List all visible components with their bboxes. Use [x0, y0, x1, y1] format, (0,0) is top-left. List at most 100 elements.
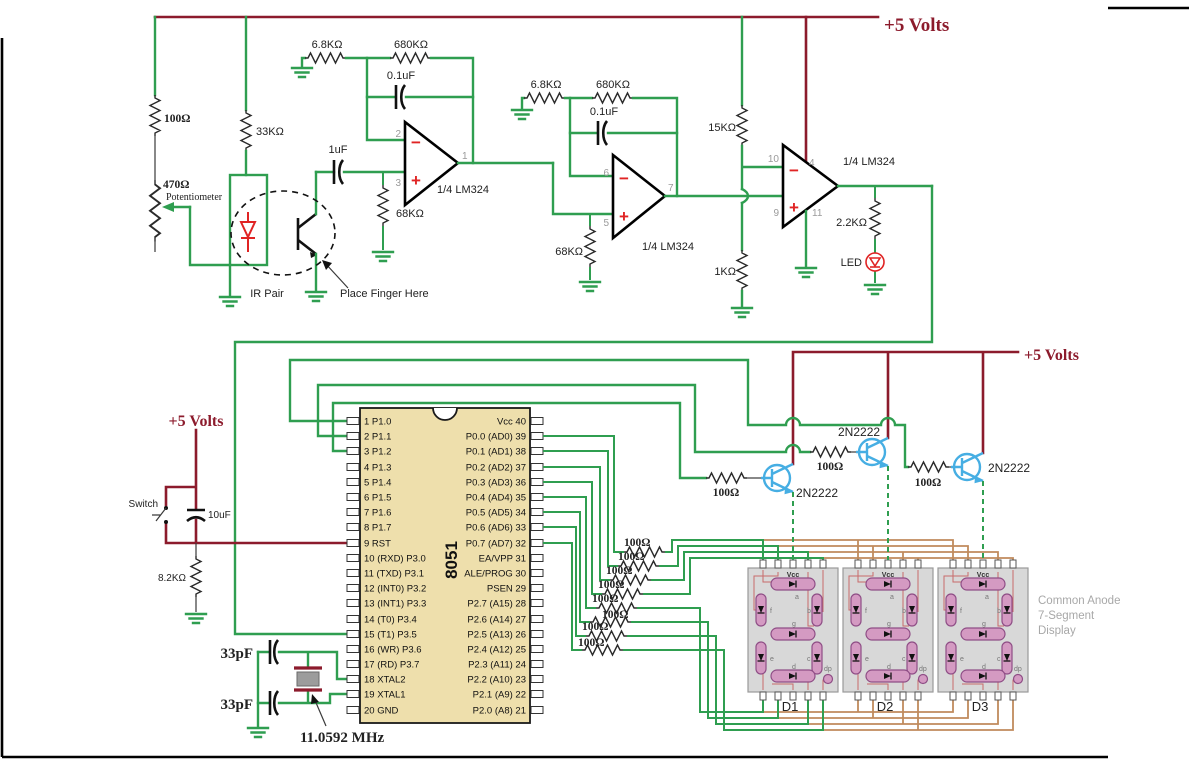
label-s2-cap: 0.1uF [590, 106, 618, 118]
svg-text:12 (INT0) P3.2: 12 (INT0) P3.2 [364, 584, 426, 595]
opamp-stage2: 68KΩ 6.8KΩ 680KΩ 0.1uF − + 6 5 7 1/4 LM3… [510, 79, 785, 293]
opamp3-pin9: 9 [773, 208, 779, 219]
label-seg-r8: 100Ω [578, 637, 604, 649]
svg-text:P0.2 (AD2) 37: P0.2 (AD2) 37 [466, 463, 526, 474]
label-seg-r4: 100Ω [598, 579, 624, 591]
svg-text:5 P1.4: 5 P1.4 [364, 478, 391, 489]
svg-text:P2.1 (A9) 22: P2.1 (A9) 22 [473, 690, 526, 701]
opamp3-pin4: 4 [809, 158, 815, 169]
opamp1-plus: + [411, 171, 421, 190]
svg-text:Common Anode: Common Anode [1038, 595, 1120, 607]
opamp2-pin7: 7 [668, 183, 674, 194]
power-rail-top: +5 Volts [153, 15, 949, 36]
svg-text:16 (WR) P3.6: 16 (WR) P3.6 [364, 645, 422, 656]
rail-top-label: +5 Volts [884, 15, 949, 36]
svg-text:P0.0 (AD0) 39: P0.0 (AD0) 39 [466, 432, 526, 443]
opamp2-pin6: 6 [603, 168, 609, 179]
display-d1 [748, 560, 838, 700]
label-seg-r7: 100Ω [582, 621, 608, 633]
label-s1-6k8: 6.8KΩ [312, 39, 343, 51]
label-seg-r3: 100Ω [606, 565, 632, 577]
reset-circuit: +5 Volts Switch 10uF 8.2KΩ [129, 413, 349, 625]
label-15k: 15KΩ [708, 122, 736, 134]
opamp1-pin1: 1 [462, 151, 468, 162]
crystal-oscillator: 33pF 33pF 11.0592 MHz [220, 639, 384, 746]
label-s2-680k: 680KΩ [596, 79, 630, 91]
mcu-name: 8051 [442, 541, 461, 579]
opamp3-triangle [781, 142, 841, 230]
display-caption: Common Anode 7-Segment Display [1038, 595, 1120, 637]
svg-text:13 (INT1) P3.3: 13 (INT1) P3.3 [364, 599, 426, 610]
svg-text:7 P1.6: 7 P1.6 [364, 508, 391, 519]
svg-text:18 XTAL2: 18 XTAL2 [364, 675, 406, 686]
opamp1-minus: − [411, 133, 421, 152]
label-d3: D3 [972, 699, 989, 714]
label-place-finger: Place Finger Here [340, 288, 429, 300]
opamp2-minus: − [619, 169, 629, 188]
mcu-right-pin-labels: Vcc 40 P0.0 (AD0) 39 P0.1 (AD1) 38 P0.2 (AD… [464, 417, 526, 717]
mcu-8051: 8051 1 P1.0 2 P1.1 3 P1.2 4 P1.3 5 P1.4 6 P1.… [346, 407, 544, 724]
opamp1-pin2: 2 [395, 129, 401, 140]
transistor-q2 [854, 436, 890, 470]
svg-text:P0.5 (AD5) 34: P0.5 (AD5) 34 [466, 508, 526, 519]
opamp1-part: 1/4 LM324 [437, 184, 489, 196]
svg-text:8 P1.7: 8 P1.7 [364, 523, 391, 534]
label-seg-r6: 100Ω [602, 609, 628, 621]
svg-text:P0.1 (AD1) 38: P0.1 (AD1) 38 [466, 447, 526, 458]
opamp1-triangle [403, 119, 461, 208]
svg-text:PSEN 29: PSEN 29 [487, 584, 526, 595]
svg-text:P0.7 (AD7) 32: P0.7 (AD7) 32 [466, 539, 526, 550]
svg-text:4 P1.3: 4 P1.3 [364, 463, 391, 474]
svg-text:P2.5 (A13) 26: P2.5 (A13) 26 [467, 630, 526, 641]
svg-text:15 (T1) P3.5: 15 (T1) P3.5 [364, 630, 417, 641]
segment-resistor-network: 100Ω 100Ω 100Ω 100Ω 100Ω 100Ω 100Ω 100Ω [543, 435, 824, 731]
label-crystal-freq: 11.0592 MHz [300, 730, 384, 746]
label-s2-68k: 68KΩ [555, 246, 583, 258]
phototransistor [296, 170, 328, 303]
svg-text:P2.7 (A15) 28: P2.7 (A15) 28 [467, 599, 526, 610]
svg-text:11 (TXD) P3.1: 11 (TXD) P3.1 [364, 569, 424, 580]
opamp2-plus: + [619, 207, 629, 226]
label-led: LED [841, 257, 862, 269]
svg-text:6 P1.5: 6 P1.5 [364, 493, 391, 504]
label-10uf: 10uF [208, 510, 231, 521]
switch-symbol [152, 507, 167, 522]
digit-drivers: 100Ω 100Ω 100Ω 2N2222 2N2222 2N2222 [705, 425, 1030, 500]
opamp3-minus: − [789, 161, 799, 180]
svg-text:P2.2 (A10) 23: P2.2 (A10) 23 [467, 675, 526, 686]
svg-text:P0.4 (AD4) 35: P0.4 (AD4) 35 [466, 493, 526, 504]
rail-reset-label: +5 Volts [169, 413, 224, 430]
svg-text:EA/VPP 31: EA/VPP 31 [479, 554, 526, 565]
label-seg-r2: 100Ω [618, 551, 644, 563]
svg-text:P2.6 (A14) 27: P2.6 (A14) 27 [467, 615, 526, 626]
display-d2 [843, 560, 933, 700]
svg-text:3 P1.2: 3 P1.2 [364, 447, 391, 458]
opamp3-pin11: 11 [812, 208, 823, 219]
opamp3-pin10: 10 [768, 154, 780, 165]
label-1k: 1KΩ [714, 266, 736, 278]
common-anode-feeds [792, 466, 984, 560]
svg-text:P2.3 (A11) 24: P2.3 (A11) 24 [468, 660, 526, 671]
pot-wiper-arrow [162, 202, 174, 212]
svg-text:Vcc 40: Vcc 40 [497, 417, 526, 428]
svg-text:P2.4 (A12) 25: P2.4 (A12) 25 [467, 645, 526, 656]
opamp2-pin5: 5 [603, 218, 609, 229]
label-8k2: 8.2KΩ [158, 573, 187, 584]
svg-text:9 RST: 9 RST [364, 539, 391, 550]
svg-text:1 P1.0: 1 P1.0 [364, 417, 391, 428]
label-ir-pair: IR Pair [250, 288, 284, 300]
svg-text:P0.3 (AD3) 36: P0.3 (AD3) 36 [466, 478, 526, 489]
svg-text:ALE/PROG 30: ALE/PROG 30 [464, 569, 526, 580]
sensor-network: 100Ω 470Ω Potentiometer 33KΩ IR Pair [148, 15, 429, 308]
label-base-r3: 100Ω [915, 477, 941, 489]
svg-text:10 (RXD) P3.0: 10 (RXD) P3.0 [364, 554, 426, 565]
label-33pf-2: 33pF [220, 697, 253, 713]
label-r-100: 100Ω [164, 113, 190, 125]
wires-digit-select [288, 358, 910, 480]
label-d2: D2 [877, 699, 894, 714]
label-s1-680k: 680KΩ [394, 39, 428, 51]
svg-text:2 P1.1: 2 P1.1 [364, 432, 391, 443]
comparator-stage3: 15KΩ 1KΩ − + 10 9 4 11 1/4 LM324 2.2KΩ L… [708, 15, 934, 319]
